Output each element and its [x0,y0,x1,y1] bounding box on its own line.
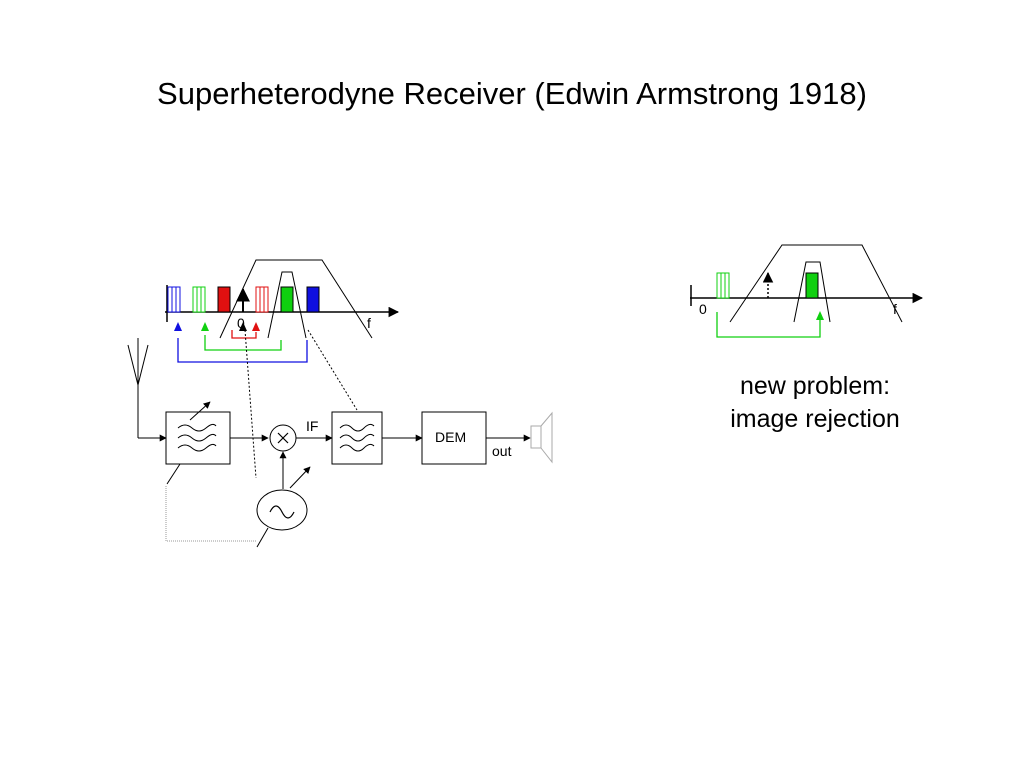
green-channel [280,286,294,313]
image-rejection-note: new problem: image rejection [690,370,940,436]
gang-tuning-link [165,486,257,542]
blue-mapping [177,338,308,363]
right-zero-label: 0 [699,301,707,317]
red-image-channel [255,286,269,313]
out-label: out [492,443,512,459]
rf-filter-block [165,411,231,465]
green-mapping [204,335,282,351]
red-mapping [231,330,257,339]
demodulator-block [421,411,487,465]
lo-link [244,329,257,479]
lo-tune-arrow [289,466,311,489]
note-line-1: new problem: [739,372,891,400]
left-zero-label: 0 [237,315,245,331]
if-label: IF [306,418,318,434]
local-oscillator [256,489,308,531]
right-green-image [716,272,730,299]
slide-title: Superheterodyne Receiver (Edwin Armstron… [157,76,867,111]
right-green-mapping [716,312,821,338]
if-filter-response [267,271,307,339]
green-image-channel [192,286,206,313]
speaker-icon [530,411,553,464]
right-if-filter [793,261,831,323]
note-line-2: image rejection [730,405,900,433]
right-f-label: f [893,301,897,317]
if-filter-block [331,411,383,465]
right-rf-filter [729,244,903,323]
red-channel [217,286,231,313]
if-filter-link [307,329,358,411]
bandpass-filter-icon [339,423,375,452]
block-diagram: IF DEM out [127,338,553,548]
right-spectrum: 0 f [690,244,924,338]
sine-wave-icon [269,505,295,519]
multiply-icon [277,432,289,444]
dem-label: DEM [435,429,466,445]
rf-filter-response [219,259,373,339]
blue-channel [306,286,320,313]
rf-tune-arrow [189,401,211,421]
left-f-label: f [367,315,371,331]
right-green-channel [805,272,819,299]
blue-image-channel [167,286,181,313]
bandpass-filter-icon [177,423,217,452]
left-spectrum: 0 f [165,259,400,363]
antenna-icon [127,338,149,438]
